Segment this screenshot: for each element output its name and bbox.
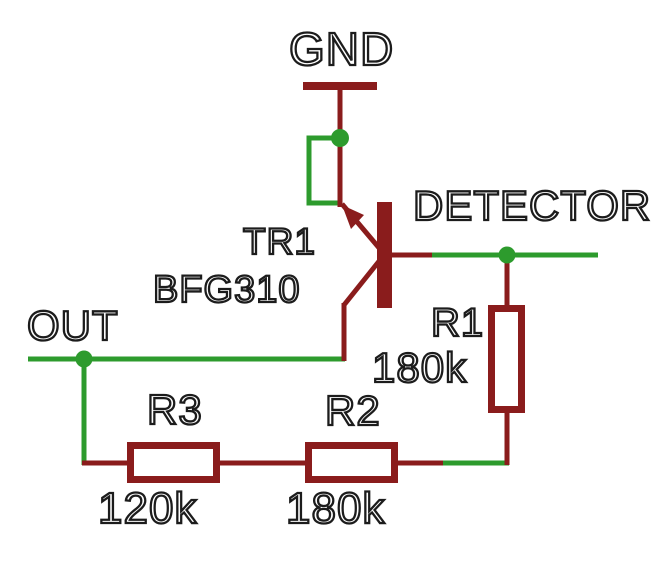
resistor-r2-body [305, 442, 398, 483]
net-label-gnd: GND [288, 23, 395, 75]
r1-value-label: 180k [371, 344, 468, 391]
r2-value-label: 180k [285, 484, 386, 533]
r3-ref-label: R3 [146, 386, 203, 433]
tr1-base-bar [377, 202, 392, 308]
resistor-r1-body [488, 305, 525, 413]
junction-dot-detector [498, 246, 516, 264]
resistor-r3-body [127, 442, 220, 483]
junction-dot-out [75, 350, 93, 368]
tr1-ref-label: TR1 [242, 221, 316, 262]
gnd-symbol-bar [303, 82, 377, 90]
tr1-emitter-arrow-icon [342, 205, 364, 229]
net-label-out: OUT [26, 302, 119, 349]
junction-dot-gnd [331, 129, 349, 147]
tr1-value-label: BFG310 [152, 269, 301, 311]
net-gnd-loop [306, 135, 342, 206]
r1-ref-label: R1 [430, 301, 485, 345]
net-label-detector: DETECTOR [412, 182, 652, 229]
r3-value-label: 120k [97, 484, 198, 533]
tr1-collector-lead [342, 258, 382, 307]
r2-ref-label: R2 [324, 387, 381, 434]
